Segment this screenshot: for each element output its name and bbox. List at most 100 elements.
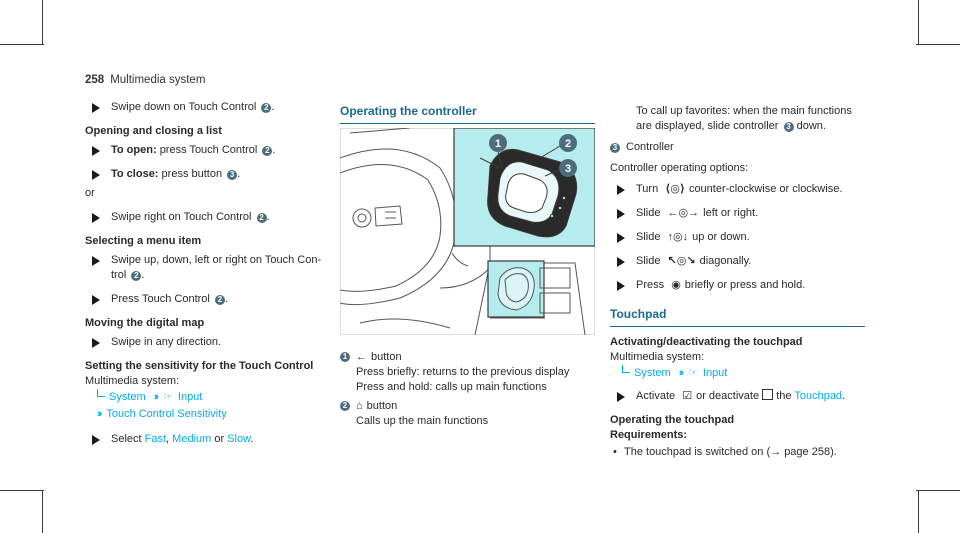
callout-badge: 2	[340, 401, 350, 411]
heading: Selecting a menu item	[85, 235, 202, 247]
callout-badge: 3	[227, 170, 238, 180]
column-middle: Operating the controller	[340, 104, 595, 124]
step-arrow-icon	[92, 435, 100, 445]
callout-2: 2	[565, 138, 571, 150]
double-chevron-icon: ››	[97, 408, 103, 420]
rotate-icon: ⟨◎⟩	[665, 183, 685, 195]
callout-badge: 3	[783, 122, 794, 132]
step: To open: press Touch Control 2.	[85, 143, 325, 158]
callout-badge: 2	[261, 103, 272, 113]
callout-3: 3	[565, 163, 571, 175]
step-arrow-icon	[617, 233, 625, 243]
step-arrow-icon	[92, 213, 100, 223]
crop-mark	[918, 490, 919, 533]
touchpad-link[interactable]: Touchpad	[794, 390, 843, 402]
step: Activate ☑or deactivate the Touchpad.	[610, 389, 865, 404]
step-arrow-icon	[92, 170, 100, 180]
section-heading: Operating the controller	[340, 104, 595, 124]
illustration-legend: 1 ←button Press briefly: returns to the …	[340, 350, 600, 433]
favorites-note: To call up favorites: when the main func…	[636, 105, 852, 132]
menu-path: System ››☞ Input	[610, 365, 865, 381]
step: Slide ←◎→left or right.	[610, 206, 865, 221]
touch-icon: ☞	[688, 367, 698, 379]
menu-link-sensitivity[interactable]: Touch Control Sensitivity	[106, 408, 227, 420]
slide-up-down-icon: ↑◎↓	[667, 231, 689, 243]
step-arrow-icon	[617, 392, 625, 402]
option-slow[interactable]: Slow	[227, 433, 251, 445]
crop-mark	[0, 44, 44, 45]
or-text: or	[85, 187, 95, 199]
menu-link-input[interactable]: Input	[177, 391, 203, 403]
step-arrow-icon	[617, 257, 625, 267]
step-arrow-icon	[617, 209, 625, 219]
step: Swipe down on Touch Control 2.	[85, 100, 325, 115]
crop-mark	[42, 490, 43, 533]
slide-diagonal-icon: ↖◎↘	[667, 255, 696, 267]
callout-badge: 2	[262, 146, 273, 156]
step-arrow-icon	[92, 146, 100, 156]
step: Turn ⟨◎⟩counter-clockwise or clockwise.	[610, 182, 865, 197]
crop-mark	[0, 490, 44, 491]
press-icon: ◉	[671, 279, 681, 291]
touch-icon: ☞	[163, 391, 173, 403]
heading: Activating/deactivating the touchpad	[610, 336, 803, 348]
step-arrow-icon	[92, 338, 100, 348]
callout-badge: 1	[340, 352, 350, 362]
step-arrow-icon	[617, 185, 625, 195]
cockpit-drawing: 1 2 3	[339, 127, 596, 336]
back-icon: ←	[356, 351, 367, 363]
step: Swipe in any direction.	[85, 335, 325, 350]
callout-badge: 2	[256, 213, 267, 223]
column-right: To call up favorites: when the main func…	[610, 104, 865, 460]
requirement-item: The touchpad is switched on (→ page 258)…	[610, 445, 865, 460]
options-heading: Controller operating options:	[610, 162, 749, 174]
callout-badge: 2	[131, 271, 142, 281]
slide-left-right-icon: ←◎→	[667, 207, 700, 219]
menu-link-system[interactable]: System	[109, 391, 146, 403]
heading: Operating the touchpad	[610, 414, 735, 426]
crop-mark	[916, 490, 960, 491]
option-fast[interactable]: Fast	[144, 433, 167, 445]
heading: Requirements:	[610, 429, 688, 441]
step: Slide ↑◎↓up or down.	[610, 230, 865, 245]
step: Swipe right on Touch Control 2.	[85, 210, 325, 225]
menu-path: System ››☞ Input	[85, 389, 325, 405]
double-chevron-icon: ››	[678, 367, 685, 379]
controller-illustration: 1 2 3	[339, 127, 596, 336]
step: To close: press button 3.	[85, 167, 325, 182]
menu-link-input[interactable]: Input	[702, 367, 728, 379]
home-icon: ⌂	[356, 400, 363, 412]
option-medium[interactable]: Medium	[172, 433, 212, 445]
crop-mark	[42, 0, 43, 44]
step: Swipe up, down, left or right on Touch C…	[85, 253, 325, 283]
heading: Opening and closing a list	[85, 125, 222, 137]
callout-badge: 2	[214, 295, 225, 305]
menu-path-prefix: Multimedia system:	[85, 375, 180, 387]
column-left: Swipe down on Touch Control 2. Opening a…	[85, 100, 325, 456]
path-corner-icon	[622, 365, 630, 373]
double-chevron-icon: ››	[153, 391, 160, 403]
step-arrow-icon	[92, 295, 100, 305]
step-arrow-icon	[92, 103, 100, 113]
checkbox-checked-icon: ☑	[682, 390, 693, 402]
page-header: 258 Multimedia system	[85, 73, 205, 88]
crop-mark	[918, 0, 919, 44]
menu-path-prefix: Multimedia system:	[610, 351, 705, 363]
legend-item: 2 ⌂button Calls up the main functions	[340, 399, 600, 429]
heading: Setting the sensitivity for the Touch Co…	[85, 360, 314, 372]
legend-item: 1 ←button Press briefly: returns to the …	[340, 350, 600, 395]
menu-path: ››Touch Control Sensitivity	[85, 407, 325, 422]
path-corner-icon	[97, 389, 105, 397]
step-arrow-icon	[92, 256, 100, 266]
section-heading: Touchpad	[610, 307, 865, 327]
step: Select Fast, Medium or Slow.	[85, 432, 325, 447]
menu-link-system[interactable]: System	[634, 367, 671, 379]
crop-mark	[916, 44, 960, 45]
callout-badges: 1 2 3	[489, 134, 577, 177]
step: Press ◉briefly or press and hold.	[610, 278, 865, 293]
page-number: 258	[85, 74, 105, 86]
step: Slide ↖◎↘diagonally.	[610, 254, 865, 269]
checkbox-empty-icon	[762, 389, 774, 400]
section-title: Multimedia system	[110, 74, 206, 86]
